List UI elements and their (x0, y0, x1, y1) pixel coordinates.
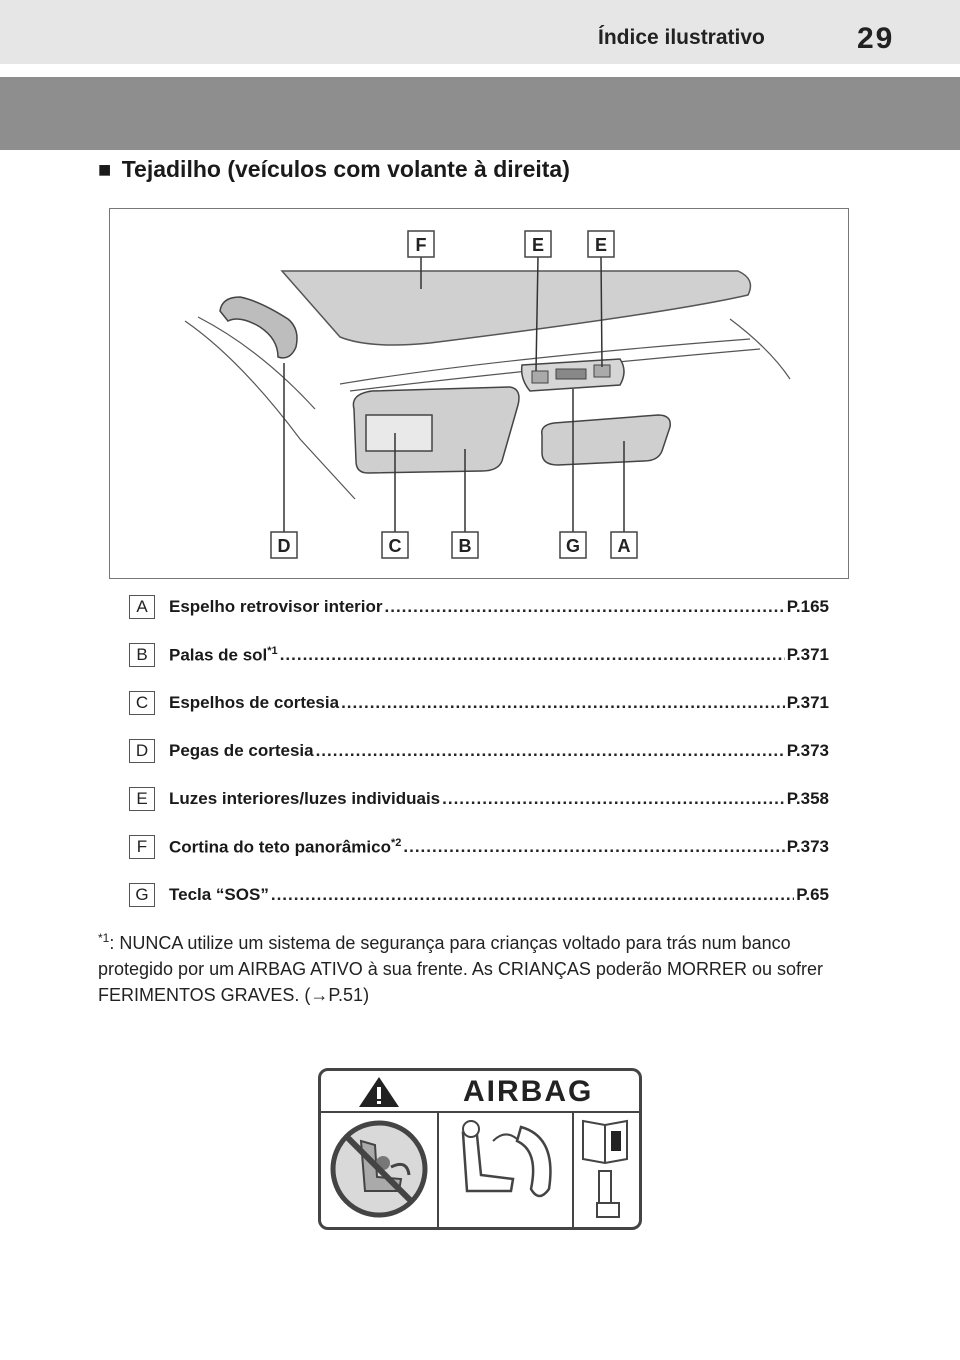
legend-letter: E (129, 787, 155, 811)
leader-dots: ........................................… (315, 741, 785, 760)
leader-dots: ........................................… (442, 789, 785, 808)
seat-airbag-icon (461, 1120, 552, 1198)
legend-item-a: A Espelho retrovisor interior ..........… (129, 592, 829, 622)
page-reference: P.373 (786, 741, 829, 760)
legend-label: Palas de sol*1 (169, 644, 278, 665)
legend-label: Cortina do teto panorâmico*2 (169, 836, 402, 857)
read-manual-icon (582, 1119, 628, 1218)
footnote-mark: *1 (98, 931, 110, 945)
map-lamp-left (531, 370, 549, 384)
section-title: Índice ilustrativo (598, 26, 765, 49)
windshield-edge (339, 338, 751, 385)
airbag-word: AIRBAG (463, 1075, 594, 1108)
legend-letter: B (129, 643, 155, 667)
page-reference: P.371 (786, 693, 829, 712)
leader-dots: ........................................… (341, 693, 785, 712)
callout-e-left: E (532, 235, 544, 255)
legend-letter: F (129, 835, 155, 859)
roof-right-edge (729, 318, 791, 380)
panoramic-roof-shade (280, 270, 752, 346)
rearview-mirror (541, 414, 671, 466)
legend-letter: G (129, 883, 155, 907)
leader-dots: ........................................… (384, 597, 785, 616)
legend-label: Espelhos de cortesia (169, 693, 340, 712)
page-reference: P.65 (796, 885, 829, 904)
airbag-warning-label: AIRBAG (318, 1068, 642, 1230)
page-number: 29 (857, 22, 895, 55)
footnote: *1: NUNCA utilize um sistema de seguranç… (98, 925, 838, 1008)
leader-lines (283, 256, 625, 532)
legend-item-g: G Tecla “SOS” ..........................… (129, 880, 829, 910)
callout-d: D (278, 536, 291, 556)
footnote-text: : NUNCA utilize um sistema de segurança … (98, 933, 823, 1005)
roof-drawing: F E E D C B G A (184, 230, 791, 559)
airbag-label-header (321, 1071, 639, 1113)
callout-f: F (416, 235, 427, 255)
grab-handle (219, 296, 298, 359)
legend-item-e: E Luzes interiores/luzes individuais ...… (129, 784, 829, 814)
legend-letter: A (129, 595, 155, 619)
callout-boxes (270, 230, 638, 559)
no-rear-facing-child-seat-icon (330, 1120, 428, 1218)
legend-item-b: B Palas de sol*1 .......................… (129, 640, 829, 670)
page-reference: P.165 (786, 597, 829, 616)
vanity-mirror (365, 414, 433, 452)
legend-label: Pegas de cortesia (169, 741, 314, 760)
legend-item-d: D Pegas de cortesia ....................… (129, 736, 829, 766)
legend-item-f: F Cortina do teto panorâmico*2 .........… (129, 832, 829, 862)
chapter-banner (0, 77, 960, 150)
callout-c: C (389, 536, 402, 556)
leader-dots: ........................................… (403, 837, 784, 856)
legend-letter: C (129, 691, 155, 715)
leader-dots: ........................................… (279, 645, 785, 664)
sos-button (555, 368, 587, 380)
page-reference: P.371 (786, 645, 829, 664)
legend-label: Espelho retrovisor interior (169, 597, 383, 616)
callout-e-right: E (595, 235, 607, 255)
roof-illustration: F E E D C B G A (109, 208, 849, 579)
callout-b: B (459, 536, 472, 556)
header-bar (0, 0, 960, 64)
footnote-marker: *2 (390, 836, 402, 849)
headliner-inner-edge (197, 316, 316, 410)
callout-g: G (566, 536, 580, 556)
leader-dots: ........................................… (270, 885, 794, 904)
page-reference: P.358 (786, 789, 829, 808)
legend-label: Luzes interiores/luzes individuais (169, 789, 441, 808)
headliner-left-edge (184, 320, 356, 500)
footnote-marker: *1 (267, 644, 278, 657)
legend-label: Tecla “SOS” (169, 885, 269, 904)
subheading-text: Tejadilho (veículos com volante à direit… (121, 156, 570, 182)
subheading: ■ Tejadilho (veículos com volante à dire… (98, 156, 570, 183)
page-reference: P.373 (786, 837, 829, 856)
callout-a: A (618, 536, 631, 556)
legend-item-c: C Espelhos de cortesia .................… (129, 688, 829, 718)
bullet-square-icon: ■ (98, 157, 112, 182)
airbag-pictograms (330, 1077, 628, 1227)
legend-letter: D (129, 739, 155, 763)
